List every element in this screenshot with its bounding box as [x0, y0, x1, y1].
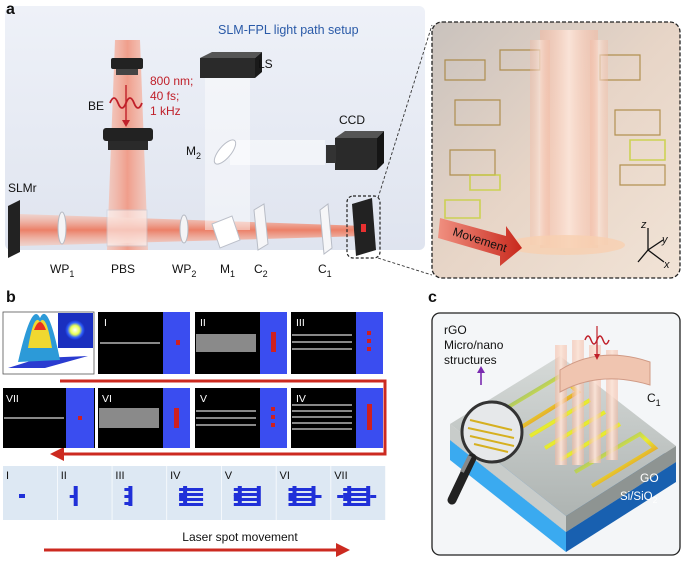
beam-splitter-pbs — [106, 209, 148, 247]
beam-spot-icon — [65, 320, 85, 340]
panel-c-label: c — [428, 289, 437, 306]
label-slmr: SLMr — [8, 181, 37, 195]
pattern-tile-label-5: V — [225, 470, 233, 482]
pattern-tile-label-7: VII — [334, 470, 347, 482]
panel-b: b I II III — [2, 289, 387, 557]
waveplate-wp1 — [57, 211, 67, 245]
axis-z-label: z — [640, 219, 647, 231]
laser-param-wavelength: 800 nm; — [150, 74, 193, 88]
laser-spot-movement-label: Laser spot movement — [182, 530, 298, 544]
axis-x-label: x — [663, 259, 670, 271]
pattern-tile-label-2: II — [61, 470, 67, 482]
zoom-inset: Movement z y x — [431, 21, 681, 279]
movement-arrow-icon — [438, 218, 522, 266]
pattern-label-mid-3: V — [200, 393, 207, 405]
label-pbs: PBS — [111, 262, 135, 276]
pattern-tile-3: III — [112, 466, 167, 520]
pattern-label-mid-2: VI — [102, 393, 112, 405]
lens-c2 — [253, 203, 269, 251]
lens-c1 — [319, 203, 333, 255]
label-si-sio2: Si/SiO2 — [620, 491, 658, 505]
pattern-tile-7: VII — [331, 466, 386, 520]
laser-param-rate: 1 kHz — [150, 104, 181, 118]
label-c1-panel-c: C1 — [647, 391, 661, 408]
sample-spot — [361, 224, 366, 232]
rgo-label-line-1: rGO — [444, 323, 467, 337]
pattern-label-mid-1: VII — [6, 393, 19, 405]
be-lens-bottom — [103, 128, 153, 141]
light-source-ls — [200, 58, 255, 78]
mirror-m2 — [213, 139, 237, 165]
pattern-label-top-1: I — [104, 317, 107, 329]
axis-y-label: y — [661, 234, 669, 246]
laser-beam-2 — [572, 340, 584, 465]
horizontal-beam — [20, 214, 365, 246]
ccd-camera — [335, 138, 377, 170]
magnifier-lens — [460, 400, 524, 464]
pattern-tile-6: VI — [276, 466, 331, 520]
ccd-light-path — [230, 140, 325, 165]
pattern-tile-label-1: I — [6, 470, 9, 482]
pattern-label-top-2: II — [200, 317, 206, 329]
pattern-tile-2: II — [57, 466, 112, 520]
pattern-label-mid-4: IV — [296, 393, 306, 405]
label-wp1: WP1 — [50, 262, 74, 279]
laser-beam-1 — [555, 345, 567, 465]
label-m2: M2 — [186, 144, 201, 161]
panel-a-label: a — [6, 1, 15, 18]
label-ls: LS — [258, 57, 273, 71]
waveplate-wp2 — [179, 214, 189, 244]
pattern-label-top-3: III — [296, 317, 305, 329]
panel-b-label: b — [6, 289, 16, 306]
rgo-label-line-3: structures — [444, 353, 497, 367]
panel-c: c C1 rGO Micro/nano structure — [428, 289, 681, 556]
lens-c1-panel-c — [559, 354, 651, 393]
go-layer — [566, 446, 676, 532]
label-c2: C2 — [254, 262, 268, 279]
be-lens-top — [111, 58, 143, 69]
setup-title: SLM-FPL light path setup — [218, 23, 359, 37]
pattern-tile-label-6: VI — [280, 470, 290, 482]
axes-icon — [637, 228, 665, 263]
sequence-loop-arrow — [60, 379, 387, 456]
label-go: GO — [640, 471, 659, 485]
slm-reflector — [8, 200, 20, 258]
label-be: BE — [88, 99, 104, 113]
laser-param-duration: 40 fs; — [150, 89, 179, 103]
label-ccd: CCD — [339, 113, 365, 127]
rgo-label-line-2: Micro/nano — [444, 338, 504, 352]
pattern-tile-label-3: III — [115, 470, 124, 482]
top-row-panels: I II III — [98, 312, 383, 374]
mirror-m1 — [211, 215, 241, 249]
label-m1: M1 — [220, 262, 235, 279]
magnifier-handle-icon — [447, 453, 477, 505]
pattern-tile-label-4: IV — [170, 470, 181, 482]
middle-row-panels: VII VI V IV — [3, 388, 383, 448]
panel-a: a SLM-FPL light path setup BE 800 nm; 40… — [5, 1, 681, 279]
pattern-tile-1: I — [3, 466, 57, 520]
pattern-tile-5: V — [221, 466, 276, 520]
label-c1: C1 — [318, 262, 332, 279]
label-wp2: WP2 — [172, 262, 196, 279]
pattern-tile-4: IV — [167, 466, 222, 520]
sample-highlight-box — [346, 195, 381, 259]
si-sio2-layer — [566, 462, 676, 552]
